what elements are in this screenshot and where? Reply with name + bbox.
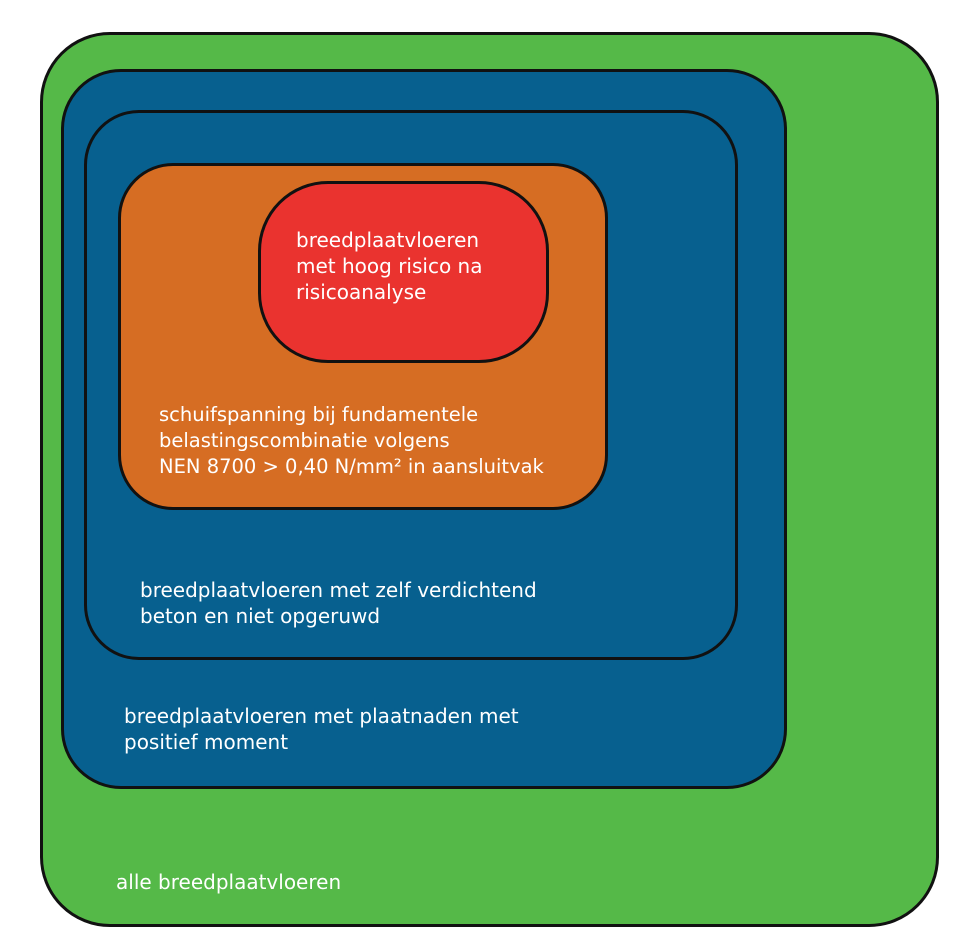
label-all-floors: alle breedplaatvloeren bbox=[116, 870, 342, 894]
region-high-risk bbox=[258, 181, 549, 363]
label-plate-seams-positive-moment: breedplaatvloeren met plaatnaden met pos… bbox=[124, 704, 519, 754]
label-shear-stress: schuifspanning bij fundamentele belastin… bbox=[159, 403, 544, 478]
label-high-risk: breedplaatvloeren met hoog risico na ris… bbox=[296, 228, 483, 304]
label-self-compacting-concrete: breedplaatvloeren met zelf verdichtend b… bbox=[140, 578, 537, 628]
